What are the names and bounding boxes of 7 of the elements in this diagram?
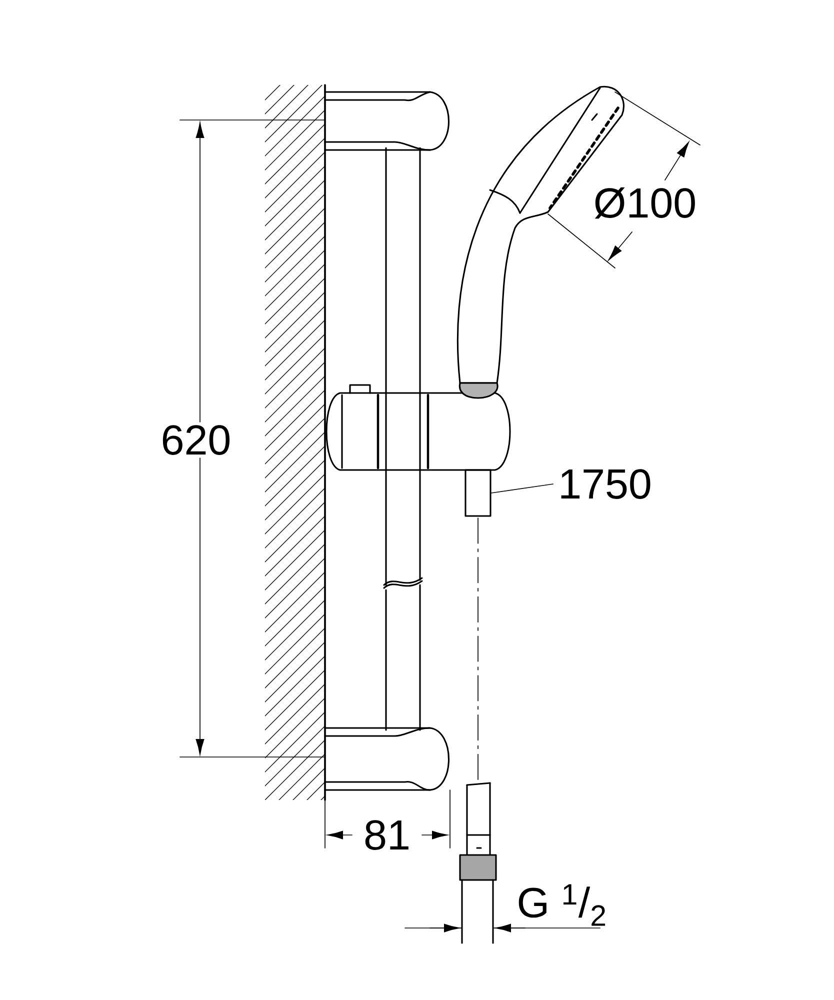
hose-segment — [464, 469, 492, 517]
leader-line — [490, 484, 554, 494]
dimension-label: 1750 — [561, 469, 650, 499]
dimension-label: 620 — [158, 422, 234, 458]
dimension-label: G $^{1}$/$_{2}$ — [518, 884, 606, 926]
dimension-label: Ø100 — [594, 187, 695, 219]
dimension-label: 81 — [365, 820, 408, 850]
